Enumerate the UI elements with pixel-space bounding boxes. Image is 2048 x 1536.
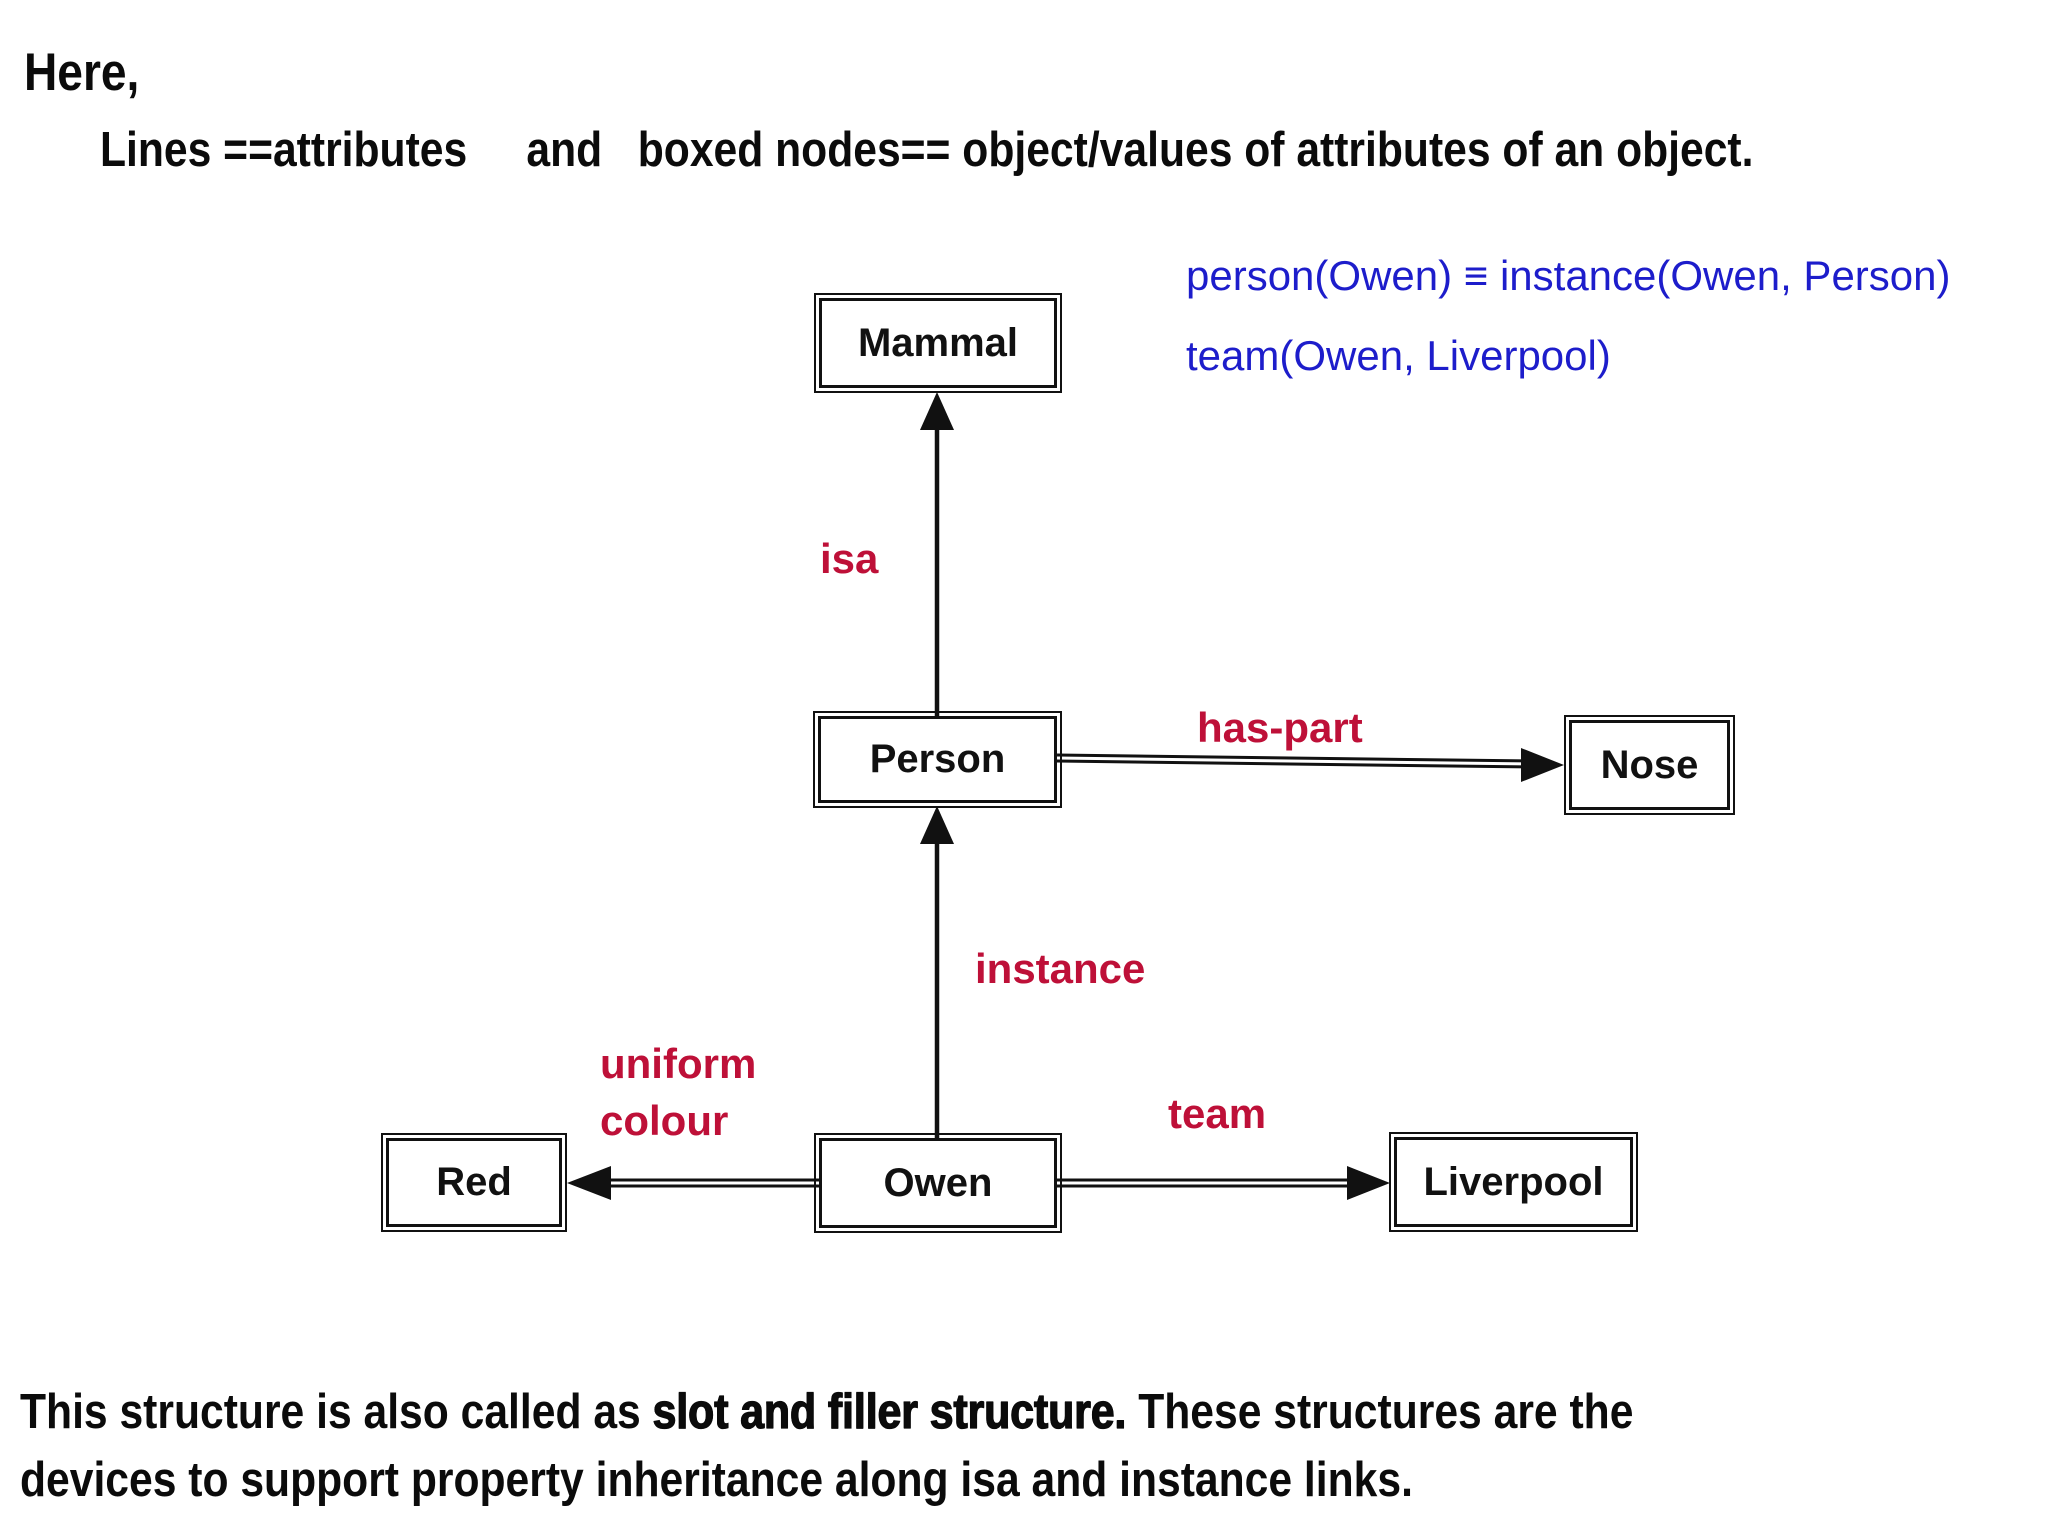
instance-arrow [920, 806, 954, 1138]
logic-formula-person-instance: person(Owen) ≡ instance(Owen, Person) [1186, 252, 1951, 299]
node-person: Person [813, 711, 1062, 808]
node-nose-label: Nose [1600, 742, 1699, 787]
header-intro-text: Here, [24, 43, 140, 102]
footer-line-1-start: This structure is also called as [20, 1385, 653, 1439]
team-arrow [1057, 1166, 1390, 1200]
logic-formula-team: team(Owen, Liverpool) [1186, 332, 1611, 379]
node-owen: Owen [814, 1133, 1062, 1233]
footer-line-1-end: These structures are the [1126, 1385, 1634, 1439]
node-person-label: Person [869, 737, 1006, 781]
uniform-colour-arrow [567, 1166, 819, 1200]
isa-arrow [920, 392, 954, 716]
edge-label-has-part: has-part [1197, 704, 1363, 751]
footer-line-2: devices to support property inheritance … [20, 1453, 1413, 1507]
node-liverpool-label: Liverpool [1423, 1159, 1604, 1204]
node-mammal: Mammal [814, 293, 1062, 393]
edge-label-team: team [1168, 1090, 1267, 1137]
footer-line-1-bold: slot and filler structure. [652, 1384, 1127, 1439]
footer-paragraph: This structure is also called as slot an… [20, 1378, 2048, 1514]
footer-line-1: This structure is also called as slot an… [20, 1378, 2048, 1446]
node-mammal-label: Mammal [857, 320, 1019, 365]
node-liverpool: Liverpool [1389, 1132, 1638, 1232]
node-owen-label: Owen [883, 1160, 993, 1205]
node-red-label: Red [436, 1160, 512, 1204]
edge-label-instance: instance [975, 945, 1146, 992]
edge-label-uniform-colour: uniform colour [600, 1040, 757, 1144]
node-nose: Nose [1564, 715, 1735, 815]
node-red: Red [381, 1133, 567, 1232]
edge-label-isa: isa [820, 535, 879, 582]
header-legend-text: Lines ==attributes and boxed nodes== obj… [100, 123, 1754, 177]
